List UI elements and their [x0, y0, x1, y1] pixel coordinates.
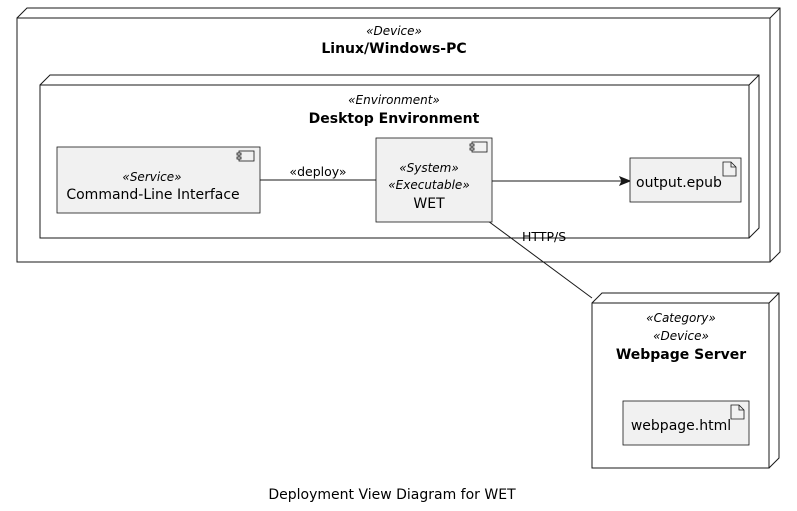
file-icon: [730, 404, 745, 420]
cli-name: Command-Line Interface: [66, 187, 239, 203]
desktop-stereotype: «Environment»: [348, 93, 440, 107]
component-command-line-interface[interactable]: «Service» Command-Line Interface: [56, 146, 261, 214]
component-wet[interactable]: «System» «Executable» WET: [375, 137, 493, 223]
component-icon: [469, 141, 488, 153]
file-icon: [722, 161, 737, 177]
artifact-webpage-html[interactable]: webpage.html: [622, 400, 750, 446]
component-icon: [236, 150, 255, 162]
html-name: webpage.html: [631, 418, 731, 434]
server-stereotype-device: «Device»: [653, 329, 709, 343]
https-edge-label: HTTP/S: [522, 229, 566, 244]
pc-stereotype: «Device»: [366, 24, 422, 38]
arrowhead-icon: [618, 176, 632, 186]
wet-name: WET: [413, 196, 445, 212]
wet-stereotype-system: «System»: [399, 161, 459, 175]
edges: «deploy» HTTP/S: [260, 164, 632, 299]
diagram-caption: Deployment View Diagram for WET: [268, 487, 516, 503]
desktop-name: Desktop Environment: [309, 111, 480, 127]
deploy-edge-label: «deploy»: [289, 164, 346, 179]
server-name: Webpage Server: [616, 347, 746, 363]
artifact-output-epub[interactable]: output.epub: [629, 157, 742, 203]
server-stereotype-category: «Category»: [646, 311, 716, 325]
wet-stereotype-executable: «Executable»: [388, 178, 469, 192]
pc-name: Linux/Windows-PC: [321, 41, 466, 57]
cli-stereotype: «Service»: [122, 170, 181, 184]
https-edge: [487, 220, 593, 299]
epub-name: output.epub: [636, 175, 722, 191]
